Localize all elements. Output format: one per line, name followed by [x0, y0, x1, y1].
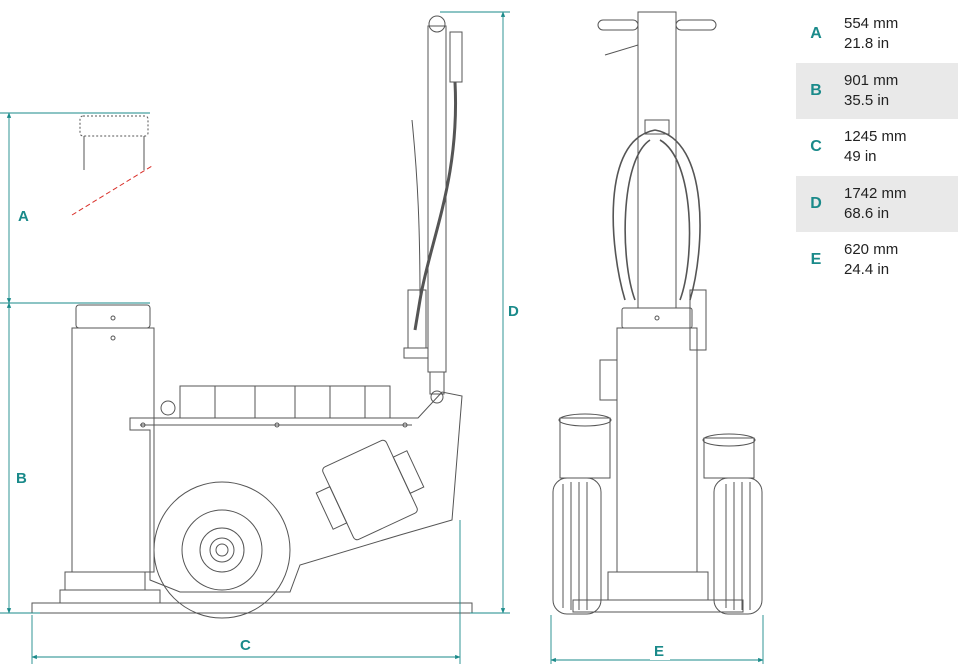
spec-mm: 620 mm [844, 241, 899, 259]
spec-row-d: D 1742 mm 68.6 in [796, 175, 958, 232]
spec-values: 620 mm 24.4 in [836, 240, 898, 280]
spec-values: 554 mm 21.8 in [836, 14, 898, 54]
front-base [572, 599, 744, 613]
extended-ram [79, 115, 149, 137]
spec-inch: 49 in [844, 148, 877, 166]
spec-row-c: C 1245 mm 49 in [796, 119, 958, 176]
spec-row-b: B 901 mm 35.5 in [796, 62, 958, 119]
spec-letter: B [810, 81, 822, 99]
spec-letter: C [810, 138, 822, 156]
spec-values: 1245 mm 49 in [836, 127, 907, 167]
spec-row-a: A 554 mm 21.8 in [796, 6, 958, 63]
dimension-label-a: A [18, 208, 29, 225]
handle-arm [427, 25, 447, 373]
front-body [616, 327, 698, 573]
base-plate [31, 602, 473, 614]
spec-inch: 35.5 in [844, 91, 890, 109]
spec-values: 901 mm 35.5 in [836, 71, 898, 111]
air-hose [413, 81, 458, 331]
spec-mm: 554 mm [844, 15, 899, 33]
dimension-label-d: D [508, 303, 519, 320]
spec-values: 1742 mm 68.6 in [836, 184, 907, 224]
front-right-wheel [713, 477, 763, 615]
dimension-label-c: C [240, 637, 251, 654]
front-hose-loops [612, 129, 701, 301]
spec-letter: E [810, 251, 822, 269]
control-valve [322, 439, 418, 541]
dimension-label-b: B [16, 470, 27, 487]
spec-row-e: E 620 mm 24.4 in [796, 232, 958, 289]
dimension-lines [0, 11, 764, 664]
pump-body [129, 391, 463, 593]
spec-mm: 1245 mm [844, 128, 907, 146]
spec-inch: 68.6 in [844, 204, 890, 222]
front-view [552, 11, 763, 615]
spec-mm: 1742 mm [844, 184, 907, 202]
spec-table: A 554 mm 21.8 in B 901 mm 35.5 in C 1245… [796, 6, 958, 289]
side-wheel [153, 481, 291, 619]
air-motor-box [179, 385, 391, 419]
spec-inch: 21.8 in [844, 35, 890, 53]
lift-cylinder [71, 327, 155, 573]
side-view [31, 15, 473, 619]
dimension-label-e: E [654, 643, 664, 660]
front-left-wheel [552, 477, 602, 615]
spec-letter: A [810, 25, 822, 43]
front-mast [637, 11, 677, 309]
spec-inch: 24.4 in [844, 261, 890, 279]
spec-letter: D [810, 194, 822, 212]
spec-mm: 901 mm [844, 71, 899, 89]
